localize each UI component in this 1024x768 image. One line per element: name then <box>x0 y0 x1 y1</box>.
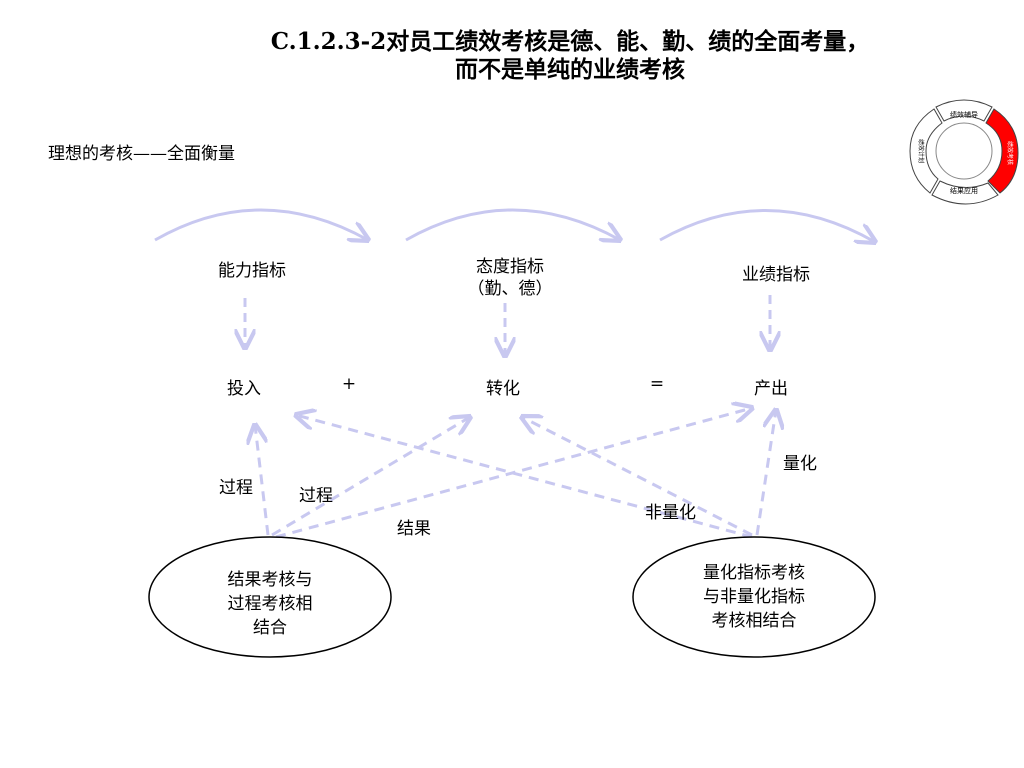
label-equals: = <box>649 374 665 394</box>
cycle-segment-left <box>909 108 943 194</box>
label-input: 投入 <box>227 379 261 399</box>
performance-cycle-icon: 绩效辅导 绩效考核 结果应用 绩效计划 <box>909 99 1019 205</box>
oval-left-line2: 过程考核相 <box>227 594 313 614</box>
page-title: C.1.2.3-2对员工绩效考核是德、能、勤、绩的全面考量， 而不是单纯的业绩考… <box>190 28 950 84</box>
oval-right-line3: 考核相结合 <box>711 611 797 631</box>
title-line-2: 而不是单纯的业绩考核 <box>455 56 685 83</box>
arc-arrow-performance <box>659 209 875 242</box>
oval-left-line3: 结合 <box>253 618 287 638</box>
label-ability-indicator: 能力指标 <box>218 261 286 281</box>
label-process-left: 过程 <box>219 478 253 498</box>
cycle-segment-top <box>935 99 993 122</box>
oval-right-line1: 量化指标考核 <box>703 563 805 583</box>
label-result: 结果 <box>397 519 431 539</box>
oval-right-text: 量化指标考核 与非量化指标 考核相结合 <box>664 561 844 633</box>
oval-left <box>148 536 392 658</box>
label-transform: 转化 <box>486 379 520 399</box>
oval-right <box>632 536 876 658</box>
label-attitude-line1: 态度指标 <box>476 257 544 277</box>
label-process-mid: 过程 <box>299 486 333 506</box>
cycle-segment-right <box>985 108 1019 194</box>
label-attitude-indicator: 态度指标 （勤、德） <box>468 256 553 300</box>
arrow-right-oval-to-transform <box>522 417 753 537</box>
label-output: 产出 <box>754 379 788 399</box>
label-quantified: 量化 <box>783 454 817 474</box>
section-subtitle: 理想的考核——全面衡量 <box>48 144 235 164</box>
oval-right-line2: 与非量化指标 <box>703 587 805 607</box>
title-line-1: C.1.2.3-2对员工绩效考核是德、能、勤、绩的全面考量， <box>270 28 870 55</box>
oval-left-line1: 结果考核与 <box>227 570 313 590</box>
arrow-right-oval-to-input <box>296 415 753 539</box>
label-non-quantified: 非量化 <box>645 503 696 523</box>
label-plus: + <box>341 374 357 394</box>
arrow-right-oval-to-output <box>755 410 776 536</box>
cycle-label-bottom: 结果应用 <box>950 186 978 195</box>
cycle-label-left: 绩效计划 <box>917 139 925 163</box>
oval-left-text: 结果考核与 过程考核相 结合 <box>190 568 350 640</box>
cycle-segment-bottom <box>931 180 999 205</box>
cycle-label-top: 绩效辅导 <box>950 110 978 119</box>
arc-arrow-attitude <box>405 208 620 240</box>
arrow-left-oval-to-input <box>255 425 270 536</box>
arrow-left-oval-to-transform <box>271 417 470 537</box>
arc-arrow-ability <box>154 208 368 240</box>
label-attitude-line2: （勤、德） <box>467 279 553 299</box>
cycle-label-right: 绩效考核 <box>1006 141 1014 165</box>
label-performance-indicator: 业绩指标 <box>742 265 810 285</box>
